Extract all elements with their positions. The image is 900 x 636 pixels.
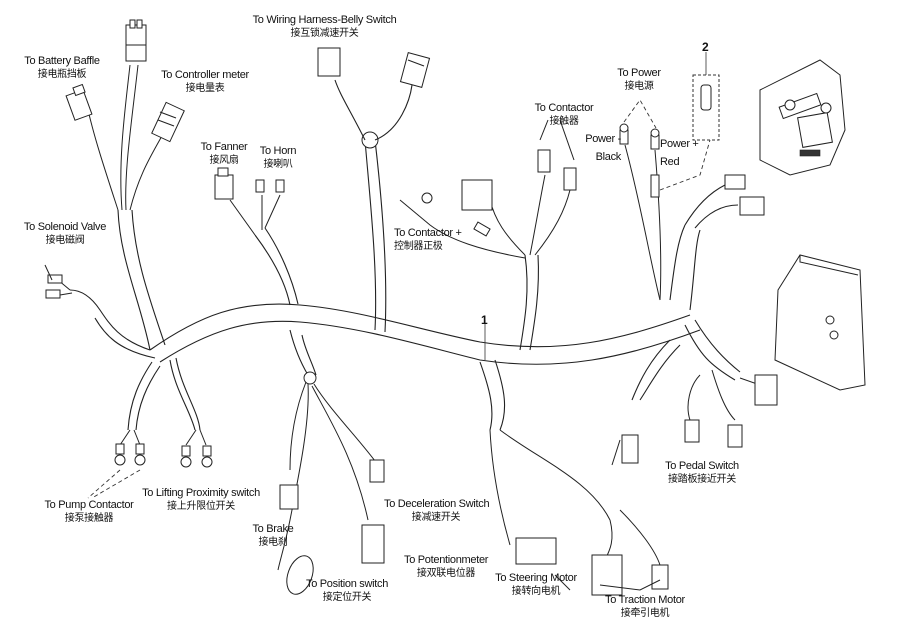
label-en: To Controller meter xyxy=(161,69,249,81)
branch-top-left xyxy=(87,64,166,351)
label-pedal-switch: To Pedal Switch 接踏板接近开关 xyxy=(664,459,740,487)
label-en: To Wiring Harness-Belly Switch xyxy=(252,14,397,26)
label-en: Power + xyxy=(660,138,699,150)
label-en: To Fanner xyxy=(200,141,248,153)
part-number-2: 2 xyxy=(702,40,709,54)
label-contactor: To Contactor 接触器 xyxy=(533,101,595,129)
label-solenoid-valve: To Solenoid Valve 接电磁阀 xyxy=(20,220,110,248)
label-en: To Traction Motor xyxy=(605,594,685,606)
label-color: Black xyxy=(595,151,622,163)
label-fanner: To Fanner 接风扇 xyxy=(198,140,250,168)
label-zh: 接踏板接近开关 xyxy=(668,474,736,485)
label-zh: 接转向电机 xyxy=(511,586,561,597)
controller-module-top xyxy=(759,59,846,176)
leader-steering xyxy=(554,574,571,591)
controller-module-right xyxy=(774,254,866,391)
label-position-switch: To Position switch 接定位开关 xyxy=(306,577,388,605)
label-zh: 接泵接触器 xyxy=(64,513,114,524)
branch-pump-lifting xyxy=(87,357,213,499)
label-power: To Power 接电源 xyxy=(614,66,664,94)
label-controller-meter: To Controller meter 接电量表 xyxy=(160,68,250,96)
battery-baffle-connector xyxy=(65,83,93,121)
label-en: To Potentionmeter xyxy=(404,554,489,566)
branch-power xyxy=(619,52,720,301)
label-battery-baffle: To Battery Baffle 接电瓶挡板 xyxy=(22,54,102,82)
label-zh: 接电瓶挡板 xyxy=(37,69,87,80)
branch-right-top xyxy=(669,174,765,311)
label-en: To Power xyxy=(617,67,661,79)
main-harness-trunk xyxy=(149,303,701,365)
label-power-plus: Power + Red xyxy=(660,135,700,171)
label-en: To Battery Baffle xyxy=(24,55,100,67)
label-en: To Brake xyxy=(252,523,294,535)
label-en: To Contactor + xyxy=(394,227,462,239)
label-zh: 接电源 xyxy=(624,81,654,92)
label-zh: 控制器正极 xyxy=(394,241,443,252)
branch-fanner-horn xyxy=(214,167,299,306)
branch-contactor xyxy=(399,119,577,351)
label-deceleration-switch: To Deceleration Switch 接减速开关 xyxy=(384,497,490,525)
label-en: To Pump Contactor xyxy=(44,499,134,511)
label-zh: 接触器 xyxy=(549,116,579,127)
label-en: To Pedal Switch xyxy=(665,460,739,472)
leader-pedal xyxy=(611,439,621,466)
top-connector-6pin xyxy=(125,19,147,62)
label-pump-contactor: To Pump Contactor 接泵接触器 xyxy=(44,498,134,526)
label-zh: 接喇叭 xyxy=(263,159,293,170)
label-lifting-proximity-switch: To Lifting Proximity switch 接上升限位开关 xyxy=(140,486,262,514)
label-zh: 接双联电位器 xyxy=(416,568,476,579)
leader-traction xyxy=(599,579,661,591)
label-en: To Lifting Proximity switch xyxy=(142,487,260,499)
label-en: To Steering Motor xyxy=(495,572,577,584)
label-en: To Horn xyxy=(259,145,297,157)
label-zh: 接电量表 xyxy=(185,83,225,94)
branch-steering-traction xyxy=(479,359,669,596)
label-power-minus: Power - Black xyxy=(581,130,621,166)
label-zh: 接牵引电机 xyxy=(620,608,670,619)
part-number-1: 1 xyxy=(481,313,488,327)
label-wiring-harness-belly-switch: To Wiring Harness-Belly Switch 接互锁减速开关 xyxy=(252,13,397,41)
label-en: Power - xyxy=(585,133,621,145)
branch-belly-switch xyxy=(317,47,431,333)
branch-solenoid xyxy=(44,264,156,359)
branch-pedal xyxy=(621,319,778,464)
label-horn: To Horn 接喇叭 xyxy=(258,144,298,172)
label-zh: 接上升限位开关 xyxy=(167,501,235,512)
label-en: To Solenoid Valve xyxy=(23,221,107,233)
branch-lower-middle xyxy=(277,329,385,595)
label-en: To Deceleration Switch xyxy=(384,498,490,510)
label-zh: 接互锁减速开关 xyxy=(290,28,359,39)
label-zh: 接电刹 xyxy=(258,537,288,548)
label-brake: To Brake 接电刹 xyxy=(252,522,294,550)
label-traction-motor: To Traction Motor 接牵引电机 xyxy=(604,593,686,621)
label-steering-motor: To Steering Motor 接转向电机 xyxy=(494,571,578,599)
label-zh: 接减速开关 xyxy=(411,512,461,523)
label-zh: 接风扇 xyxy=(209,155,239,166)
controller-meter-connector xyxy=(151,101,185,143)
label-zh: 接定位开关 xyxy=(322,592,372,603)
label-zh: 接电磁阀 xyxy=(45,235,85,246)
label-en: To Contactor xyxy=(534,102,594,114)
label-en: To Position switch xyxy=(306,578,389,590)
label-contactor-plus: To Contactor + 控制器正极 xyxy=(394,226,466,254)
label-potentiometer: To Potentionmeter 接双联电位器 xyxy=(404,553,488,581)
label-color: Red xyxy=(660,156,680,168)
